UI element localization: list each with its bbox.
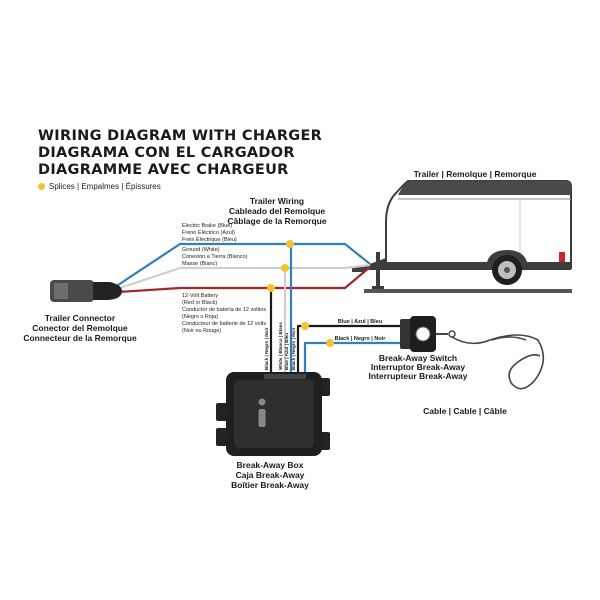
cable-label: Cable | Cable | Câble [423,406,507,416]
title-block: WIRING DIAGRAM WITH CHARGER DIAGRAMA CON… [38,128,322,191]
vertical-wire-labels: Black | Negro | Noir White | Blanco | Bl… [264,322,296,370]
ground-white-wire [116,263,371,291]
break-away-switch-label: Break-Away Switch Interruptor Break-Away… [368,353,467,381]
cable-label-text: Cable | Cable | Câble [423,406,507,416]
blue-switch-wire [303,341,410,372]
ground-label-es: Conexión a Tierra (Blanco) [182,254,248,260]
ground-label: Ground (White) Conexión a Tierra (Blanco… [182,247,248,267]
trailer-wiring-label-fr: Câblage de la Remorque [227,216,326,226]
battery-label-l4: (Negro o Roja) [182,314,218,320]
box-label-es: Caja Break-Away [236,470,305,480]
black-charge-wire-label: Black | Negro | Noir [264,327,269,370]
trailer-label-text: Trailer | Remolque | Remorque [414,169,537,179]
break-away-box [216,372,330,456]
black-switch-wire [296,324,410,372]
brake-label-es: Freno Eléctrico (Azul) [182,230,235,236]
trailer-label: Trailer | Remolque | Remorque [414,169,537,179]
switch-label-en: Break-Away Switch [379,353,457,363]
splice-legend: Splices | Empalmes | Épissures [38,182,322,191]
title-spanish: DIAGRAMA CON EL CARGADOR [38,145,295,161]
battery-red-wire [117,266,371,294]
connector-label-fr: Connecteur de la Remorque [23,333,137,343]
splices [267,240,334,347]
trailer-wiring-label: Trailer Wiring Cableado del Remolque Câb… [227,196,326,226]
connector-label-es: Conector del Remolque [32,323,128,333]
black-switch-wire-label: Black | Negro | Noir [291,327,296,370]
switch-black-wire-label: Black | Negro | Noir [335,336,387,342]
title-french: DIAGRAMME AVEC CHARGEUR [38,162,289,178]
break-away-cable [451,334,545,390]
brake-label-en: Electric Brake (Blue) [182,223,232,229]
splice-legend-dot-icon [38,183,45,190]
brake-label-fr: Frein Électrique (Bleu) [182,236,237,243]
splice-legend-label: Splices | Empalmes | Épissures [49,182,161,191]
connector-label-en: Trailer Connector [45,313,116,323]
battery-label-l3: Conductor de batería de 12 voltios [182,307,266,313]
break-away-box-label: Break-Away Box Caja Break-Away Boîtier B… [231,460,309,490]
splice-dot-icon [286,240,294,248]
trailer-wiring-label-en: Trailer Wiring [250,196,304,206]
trailer-illustration [352,180,572,293]
trailer-connector-plug [50,280,122,302]
electric-brake-blue-wire [114,242,371,288]
splice-dot-icon [301,322,309,330]
battery-label-l5: Conducteur de batterie de 12 volts [182,321,266,327]
switch-wire-labels: Blue | Azul | Bleu Black | Negro | Noir [335,319,387,342]
splice-dot-icon [281,264,289,272]
ground-label-fr: Masse (Blanc) [182,261,217,267]
trailer-wiring-label-es: Cableado del Remolque [229,206,326,216]
electric-brake-label: Electric Brake (Blue) Freno Eléctrico (A… [182,223,237,243]
splice-dot-icon [326,339,334,347]
ground-label-en: Ground (White) [182,247,220,253]
switch-label-es: Interruptor Break-Away [371,362,466,372]
battery-label-l2: (Red or Black) [182,300,217,306]
battery-label-l6: (Noir ou Rouge) [182,328,221,334]
battery-label: 12-Volt Battery (Red or Black) Conductor… [182,293,266,334]
title-english: WIRING DIAGRAM WITH CHARGER [38,128,323,144]
box-label-en: Break-Away Box [237,460,304,470]
battery-label-l1: 12-Volt Battery [182,293,218,299]
splice-dot-icon [267,284,275,292]
trailer-wiring-harness [114,242,410,372]
switch-blue-wire-label: Blue | Azul | Bleu [338,319,382,325]
break-away-switch [400,316,456,352]
trailer-connector-label: Trailer Connector Conector del Remolque … [23,313,137,343]
blue-brake-wire-label: Blue | Azul | Bleu [284,333,289,370]
switch-label-fr: Interrupteur Break-Away [368,371,467,381]
white-ground-wire-label: White | Blanco | Blanc [278,322,283,370]
box-label-fr: Boîtier Break-Away [231,480,309,490]
